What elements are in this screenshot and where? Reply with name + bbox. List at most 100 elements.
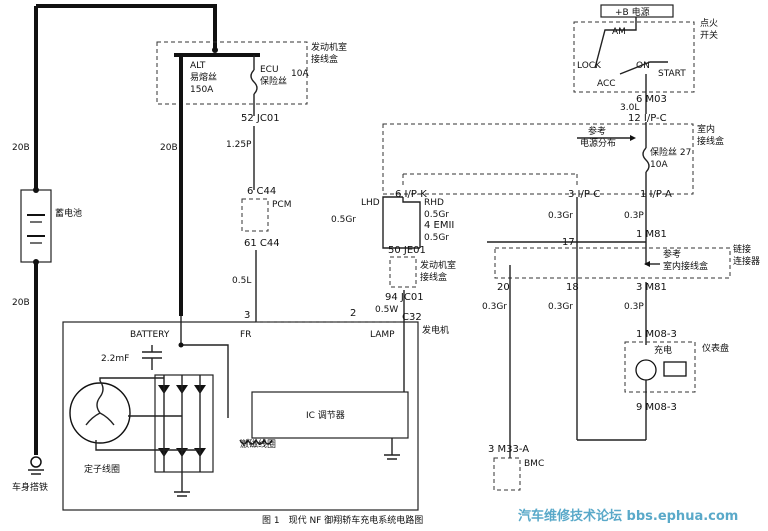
connector-emii: 4 EMII xyxy=(424,220,454,231)
switch-am: AM xyxy=(612,27,626,37)
watermark: 汽车维修技术论坛 bbs.ephua.com xyxy=(518,508,738,524)
switch-lock: LOCK xyxy=(577,61,602,71)
connector-c44-6: 6 C44 xyxy=(247,186,276,197)
terminal-3: 3 xyxy=(244,310,250,321)
wire-03gr-c: 0.3Gr xyxy=(548,302,573,312)
charge-lamp-icon xyxy=(635,359,657,381)
svg-text:10A: 10A xyxy=(650,160,668,170)
svg-text:链接: 链接 xyxy=(733,243,751,255)
fuse-27-label: 保险丝 27 10A xyxy=(650,146,691,170)
svg-text:室内接线盒: 室内接线盒 xyxy=(663,260,708,272)
interior-junction-box xyxy=(382,123,694,195)
connector-17: 17 xyxy=(562,237,575,248)
interior-junction-box-label: 室内接线盒 xyxy=(697,123,724,147)
svg-text:接线盒: 接线盒 xyxy=(420,271,447,283)
connector-ipc-3: 3 I/P-C xyxy=(568,189,600,200)
wire-05l: 0.5L xyxy=(232,276,251,286)
connector-je01: 50 JE01 xyxy=(388,245,426,256)
b-plus-box xyxy=(600,4,674,18)
battery-symbol xyxy=(20,189,52,263)
svg-text:电源分布: 电源分布 xyxy=(580,137,616,149)
engine-junction-box xyxy=(156,41,308,105)
connector-ipc-12: 12 I/P-C xyxy=(628,113,667,124)
wire-03gr-a: 0.3Gr xyxy=(548,211,573,221)
wire-05gr-right1: 0.5Gr xyxy=(424,210,449,220)
pcm-box xyxy=(241,198,269,232)
svg-text:保险丝 27: 保险丝 27 xyxy=(650,146,691,158)
ground-icon xyxy=(30,456,42,468)
je01-junction-box xyxy=(389,256,417,288)
svg-text:开关: 开关 xyxy=(700,29,718,41)
svg-text:保险丝: 保险丝 xyxy=(260,75,287,87)
wire-03p-a: 0.3P xyxy=(624,211,644,221)
svg-text:连接器: 连接器 xyxy=(733,255,760,267)
switch-acc: ACC xyxy=(597,79,616,89)
diode-bridge xyxy=(154,374,214,473)
connector-ipa: 1 I/P-A xyxy=(640,189,672,200)
svg-text:发动机室: 发动机室 xyxy=(311,41,347,53)
cluster-label: 仪表盘 xyxy=(702,342,729,354)
wire-125p: 1.25P xyxy=(226,140,252,150)
wire-20b-bottom: 20B xyxy=(12,298,30,308)
terminal-lamp: LAMP xyxy=(370,330,395,340)
ecu-fuse-rating: 10A xyxy=(291,69,309,79)
generator-label: 发电机 xyxy=(422,324,449,336)
field-coil-label: 激磁线圈 xyxy=(240,438,276,450)
ic-regulator-box xyxy=(251,391,409,439)
field-coil-icon xyxy=(239,438,273,445)
stator-coil-icon xyxy=(69,382,131,444)
svg-text:易熔丝: 易熔丝 xyxy=(190,71,217,83)
svg-text:发动机室: 发动机室 xyxy=(420,259,456,271)
svg-text:接线盒: 接线盒 xyxy=(697,135,724,147)
terminal-2: 2 xyxy=(350,308,356,319)
ignition-switch-contact xyxy=(619,61,668,75)
b-plus-label: +B 电源 xyxy=(615,6,650,18)
svg-text:ECU: ECU xyxy=(260,65,279,75)
stator-coil-label: 定子线圈 xyxy=(84,463,120,475)
fuse-27-icon xyxy=(642,147,650,173)
connector-c44-61: 61 C44 xyxy=(244,238,280,249)
svg-text:150A: 150A xyxy=(190,85,214,95)
body-ground-label: 车身搭铁 xyxy=(12,481,48,493)
svg-text:室内: 室内 xyxy=(697,123,715,135)
switch-start: START xyxy=(658,69,686,79)
wire-20b-right: 20B xyxy=(160,143,178,153)
switch-on: ON xyxy=(636,61,650,71)
joint-connector-box xyxy=(494,247,731,279)
pcm-label: PCM xyxy=(272,200,291,210)
connector-18: 18 xyxy=(566,282,579,293)
bmc-box xyxy=(493,457,521,491)
rhd-label: RHD xyxy=(424,198,444,208)
svg-text:参考: 参考 xyxy=(663,248,681,260)
connector-m81-1: 1 M81 xyxy=(636,229,667,240)
connector-jc01-52: 52 JC01 xyxy=(241,113,280,124)
wire-05w: 0.5W xyxy=(375,305,398,315)
svg-text:参考: 参考 xyxy=(588,125,606,137)
wire-05gr-right2: 0.5Gr xyxy=(424,233,449,243)
wire-30l: 3.0L xyxy=(620,103,639,113)
connector-m083-1: 1 M08-3 xyxy=(636,329,677,340)
ecu-fuse-icon xyxy=(250,69,258,95)
battery-to-junction-cable xyxy=(36,4,217,50)
generator-box xyxy=(62,321,419,511)
wire-20b-top: 20B xyxy=(12,143,30,153)
svg-text:点火: 点火 xyxy=(700,18,718,29)
connector-c32: C32 xyxy=(402,312,422,323)
diagram-caption: 图 1 现代 NF 御翔轿车充电系统电路图 xyxy=(262,514,423,526)
connector-m03: 6 M03 xyxy=(636,94,667,105)
terminal-battery: BATTERY xyxy=(130,330,170,340)
svg-text:ALT: ALT xyxy=(190,61,206,71)
charge-lamp-label: 充电 xyxy=(654,344,672,356)
connector-ipk: 6 I/P-K xyxy=(395,189,427,200)
connector-m083-9: 9 M08-3 xyxy=(636,402,677,413)
battery-warning-icon xyxy=(663,361,687,377)
connector-m33a: 3 M33-A xyxy=(488,444,529,455)
bmc-label: BMC xyxy=(524,459,544,469)
